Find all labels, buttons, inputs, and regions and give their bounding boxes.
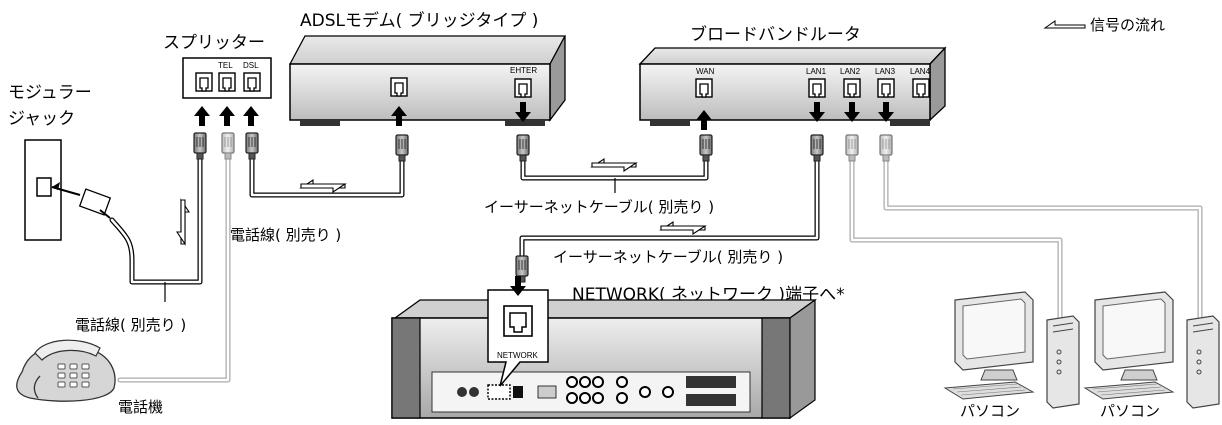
plug-icon: [516, 134, 530, 162]
router-lan3-jack-icon: [877, 78, 895, 98]
splitter: TEL DSL: [182, 57, 272, 99]
plug-icon: [221, 132, 235, 160]
plug-icon: [193, 132, 207, 160]
network-port-label: NETWORK: [497, 351, 539, 360]
modular-jack: [24, 139, 112, 241]
plug-icon: [395, 134, 409, 162]
splitter-port-dsl-label: DSL: [243, 61, 259, 70]
router-lan3-label: LAN3: [875, 67, 896, 76]
router-lan4-jack-icon: [912, 78, 930, 98]
arrow-up-icon: [219, 106, 235, 126]
legend-label: 信号の流れ: [1090, 16, 1165, 34]
phone-line-label-2: 電話線( 別売り ): [75, 316, 186, 334]
splitter-port-tel-label: TEL: [218, 61, 233, 70]
plug-icon: [810, 134, 824, 162]
modem-line-jack-icon: [390, 77, 408, 97]
modem-ether-jack-icon: [514, 78, 532, 98]
router-wan-port-label: WAN: [696, 67, 715, 76]
ethernet-cable-label-1: イーサーネットケーブル( 別売り ): [484, 198, 714, 216]
modem-ether-port-label: EHTER: [510, 66, 537, 75]
plug-icon: [879, 134, 893, 162]
router-label: ブロードバンドルータ: [690, 24, 861, 45]
telephone-label: 電話機: [118, 398, 163, 416]
plug-icon: [845, 134, 859, 162]
legend-arrow-icon: [1043, 20, 1086, 29]
router-lan1-label: LAN1: [806, 67, 827, 76]
plug-icon: [699, 134, 713, 162]
av-unit: [391, 298, 818, 420]
modem-label: ADSLモデム( ブリッジタイプ ): [300, 10, 538, 31]
adsl-modem: EHTER: [288, 35, 567, 126]
pc-2-label: パソコン: [1100, 402, 1160, 420]
splitter-line-jack-icon: [195, 72, 213, 92]
router-lan4-label: LAN4: [910, 67, 931, 76]
modular-jack-label: モジュラー: [8, 83, 92, 103]
network-port-callout: NETWORK: [487, 289, 549, 387]
legend: 信号の流れ: [1043, 16, 1165, 34]
arrow-up-icon: [194, 106, 210, 126]
pc-1-label: パソコン: [960, 402, 1020, 420]
splitter-tel-jack-icon: [218, 72, 236, 92]
modular-jack-label-2: ジャック: [8, 109, 75, 129]
broadband-router: WAN LAN1 LAN2 LAN3 LAN4: [638, 46, 947, 126]
router-wan-jack-icon: [695, 78, 713, 98]
plug-icon: [245, 132, 259, 160]
telephone-icon: [16, 339, 116, 402]
ethernet-cable-label-2: イーサーネットケーブル( 別売り ): [553, 248, 783, 266]
cables: [109, 152, 1203, 383]
signal-flow-icon: [660, 221, 706, 235]
splitter-dsl-jack-icon: [243, 72, 261, 92]
signal-flow-icon: [300, 179, 346, 193]
arrow-up-icon: [243, 106, 259, 126]
phone-line-label-1: 電話線( 別売り ): [230, 226, 341, 244]
router-lan1-jack-icon: [808, 78, 826, 98]
router-lan2-jack-icon: [843, 78, 861, 98]
router-lan2-label: LAN2: [840, 67, 861, 76]
signal-flow-icon: [591, 158, 637, 172]
splitter-label: スプリッター: [163, 33, 265, 53]
signal-flow-vertical-icon: [176, 199, 190, 245]
